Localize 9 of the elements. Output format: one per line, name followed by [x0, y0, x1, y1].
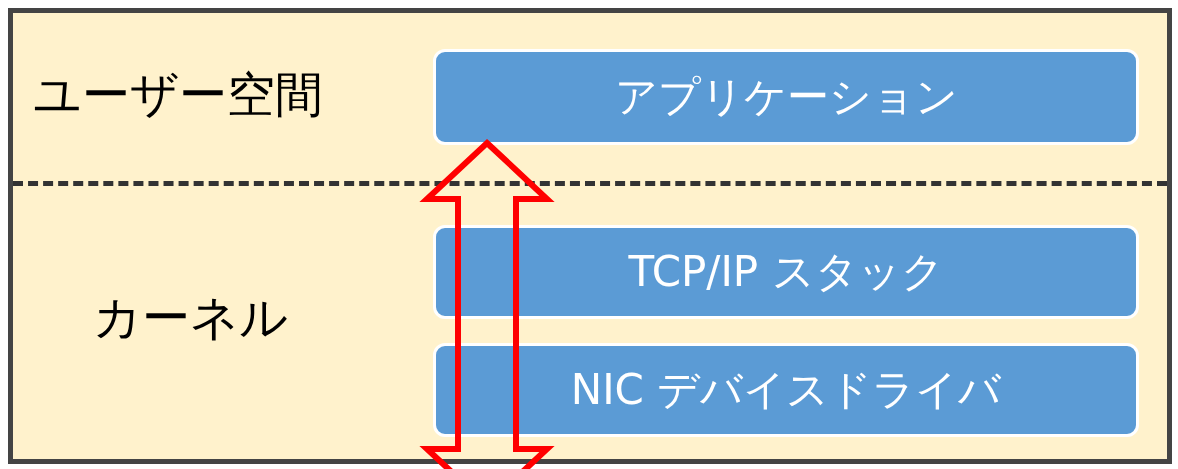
component-box: [433, 343, 1139, 437]
component-label: アプリケーション: [614, 71, 958, 123]
component-box: [433, 49, 1139, 145]
layer-label: ユーザー空間: [33, 65, 323, 124]
component-label: TCP/IP スタック: [628, 246, 944, 298]
component-box: [433, 225, 1139, 319]
component-label: NIC デバイスドライバ: [570, 364, 1002, 416]
layer-label: カーネル: [93, 288, 288, 347]
double-arrow: [419, 138, 555, 469]
